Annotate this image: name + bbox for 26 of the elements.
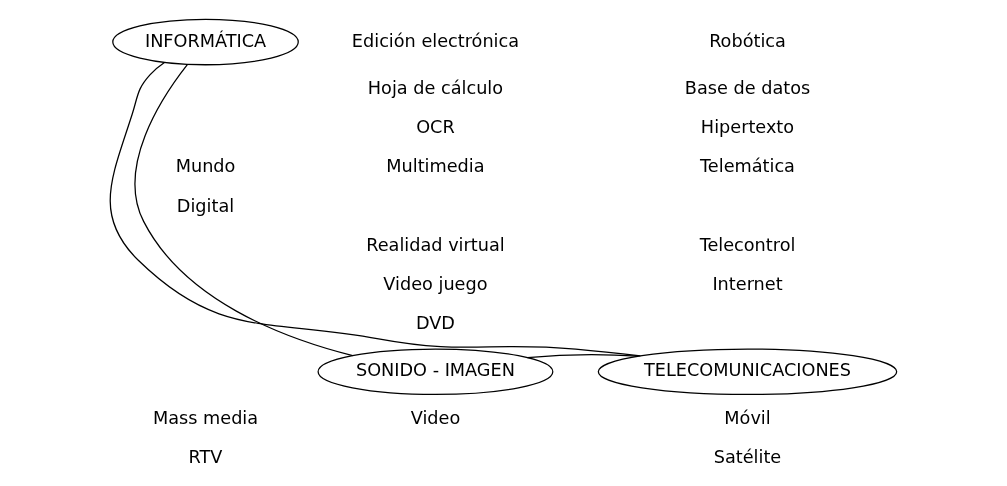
label: RTV [188,446,223,467]
node-ellipse: TELECOMUNICACIONES [597,348,898,396]
label: Realidad virtual [366,234,505,255]
label: Telemática [700,156,795,177]
connector [109,61,642,357]
label: Mass media [152,407,259,428]
node-ellipse: INFORMÁTICA [112,18,299,66]
label: Multimedia [386,156,485,177]
label: Hipertexto [700,117,795,138]
label: Edición electrónica [351,30,520,51]
label: Hoja de cálculo [367,78,504,99]
label: Mundo [175,156,236,177]
connector [526,354,639,359]
label: Digital [176,195,235,216]
label: Video [410,407,461,428]
node-ellipse: SONIDO - IMAGEN [317,348,554,396]
connector [134,63,354,357]
label: DVD [415,313,455,334]
label: Satélite [713,446,782,467]
label: OCR [416,117,455,138]
label: Video juego [383,273,488,294]
label: Internet [712,273,783,294]
label: Móvil [724,407,771,428]
label: Robótica [709,30,786,51]
label: Base de datos [684,78,811,99]
label: Telecontrol [699,234,796,255]
